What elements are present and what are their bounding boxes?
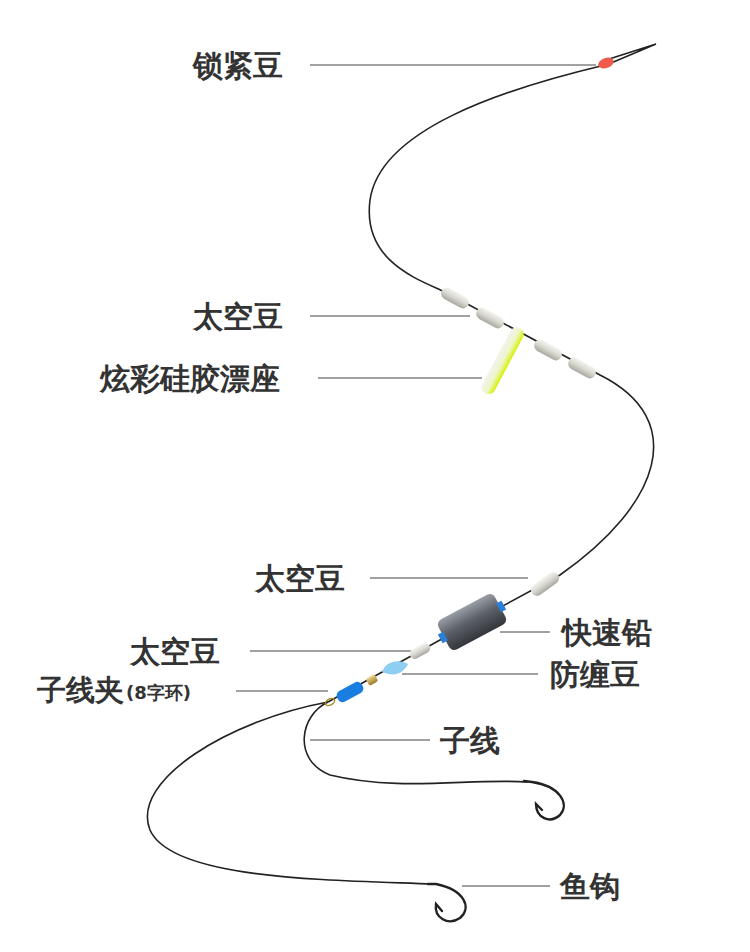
float-seat bbox=[479, 325, 526, 397]
main-line bbox=[147, 44, 656, 884]
blue-sleeve bbox=[335, 680, 365, 704]
leader-line bbox=[318, 378, 482, 379]
leader-line bbox=[310, 740, 430, 741]
leader-line bbox=[310, 316, 470, 317]
space-bead bbox=[474, 305, 506, 330]
anti-tangle-bead bbox=[382, 661, 408, 674]
main-line-path bbox=[328, 65, 654, 702]
fish-hook bbox=[428, 884, 466, 921]
leader-line bbox=[236, 691, 328, 692]
snood-label: 子线 bbox=[440, 724, 500, 757]
hooks bbox=[428, 781, 564, 921]
leader-line bbox=[250, 651, 412, 652]
leader-lines bbox=[236, 65, 596, 886]
brass-bead bbox=[366, 674, 379, 686]
bead-label: 锁紧豆 bbox=[193, 49, 283, 82]
leader-line bbox=[402, 674, 538, 675]
space-bead bbox=[532, 337, 564, 362]
leader-line bbox=[462, 886, 550, 887]
quick-lead bbox=[432, 590, 512, 654]
clip-label: 子线夹 bbox=[37, 675, 124, 707]
leader-line bbox=[310, 65, 596, 66]
bead-label: 太空豆 bbox=[255, 562, 345, 595]
leader-line bbox=[500, 632, 550, 633]
clip-note: (8字环) bbox=[126, 683, 191, 703]
snood-line bbox=[304, 702, 528, 784]
bead-label: 太空豆 bbox=[193, 300, 283, 333]
float-seat-label: 炫彩硅胶漂座 bbox=[100, 362, 280, 395]
space-bead bbox=[408, 641, 432, 660]
space-bead bbox=[529, 570, 562, 599]
swivel bbox=[324, 697, 336, 707]
fish-hook bbox=[524, 781, 564, 819]
bead-label: 防缠豆 bbox=[550, 658, 640, 691]
space-bead bbox=[566, 355, 598, 380]
bead-label: 太空豆 bbox=[130, 635, 220, 668]
space-bead bbox=[439, 285, 471, 310]
hook-label: 鱼钩 bbox=[560, 870, 620, 903]
lead-label: 快速铅 bbox=[562, 616, 652, 649]
locking-bead bbox=[597, 56, 615, 71]
leader-line bbox=[370, 578, 528, 579]
snood-line bbox=[147, 702, 432, 884]
